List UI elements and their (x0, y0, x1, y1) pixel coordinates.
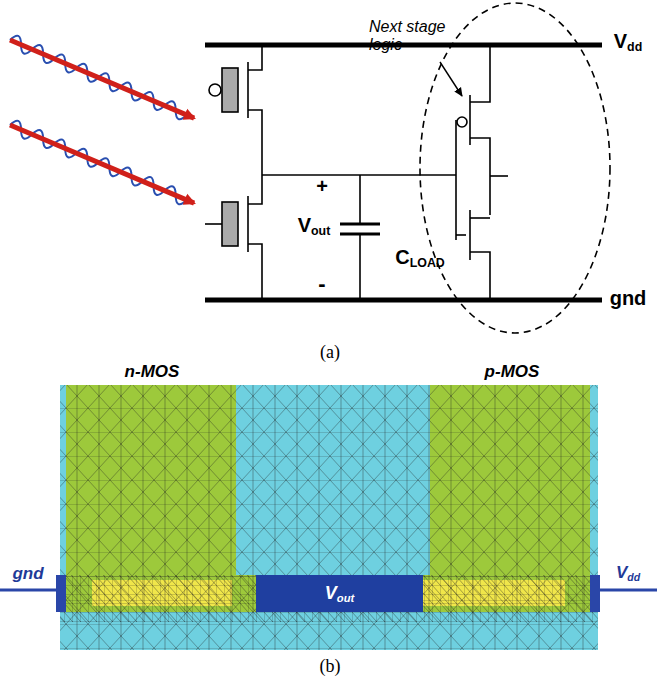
light-wave (7, 119, 197, 210)
signal-name: Vout (298, 214, 331, 239)
gnd-rail (205, 298, 602, 303)
output-region: Vout (256, 575, 423, 612)
panel-label: (a) (320, 343, 340, 363)
nmos-transistor (205, 175, 262, 300)
panel-label: (b) (320, 657, 341, 677)
inverter-symbol (456, 45, 508, 300)
device-mesh (0, 385, 657, 650)
leader-arrow (440, 62, 462, 96)
callout-text: Next stage logic (369, 18, 451, 53)
rail-label: gnd (610, 287, 647, 309)
node-text: Vout (325, 583, 354, 604)
component-label: CLOAD (395, 246, 445, 271)
dashed-ellipse (420, 3, 610, 333)
output-wire (262, 175, 456, 300)
rail-label: Vdd (614, 30, 642, 55)
region-label: n-MOS (125, 363, 180, 382)
light-wave (7, 34, 197, 125)
polarity-sign: + (316, 175, 328, 197)
region-label: p-MOS (485, 363, 540, 382)
terminal-label: gnd (12, 565, 43, 584)
polarity-sign: - (318, 272, 325, 296)
terminal-label: Vdd (616, 564, 640, 583)
pmos-transistor (209, 45, 262, 175)
vdd-rail (205, 43, 602, 48)
